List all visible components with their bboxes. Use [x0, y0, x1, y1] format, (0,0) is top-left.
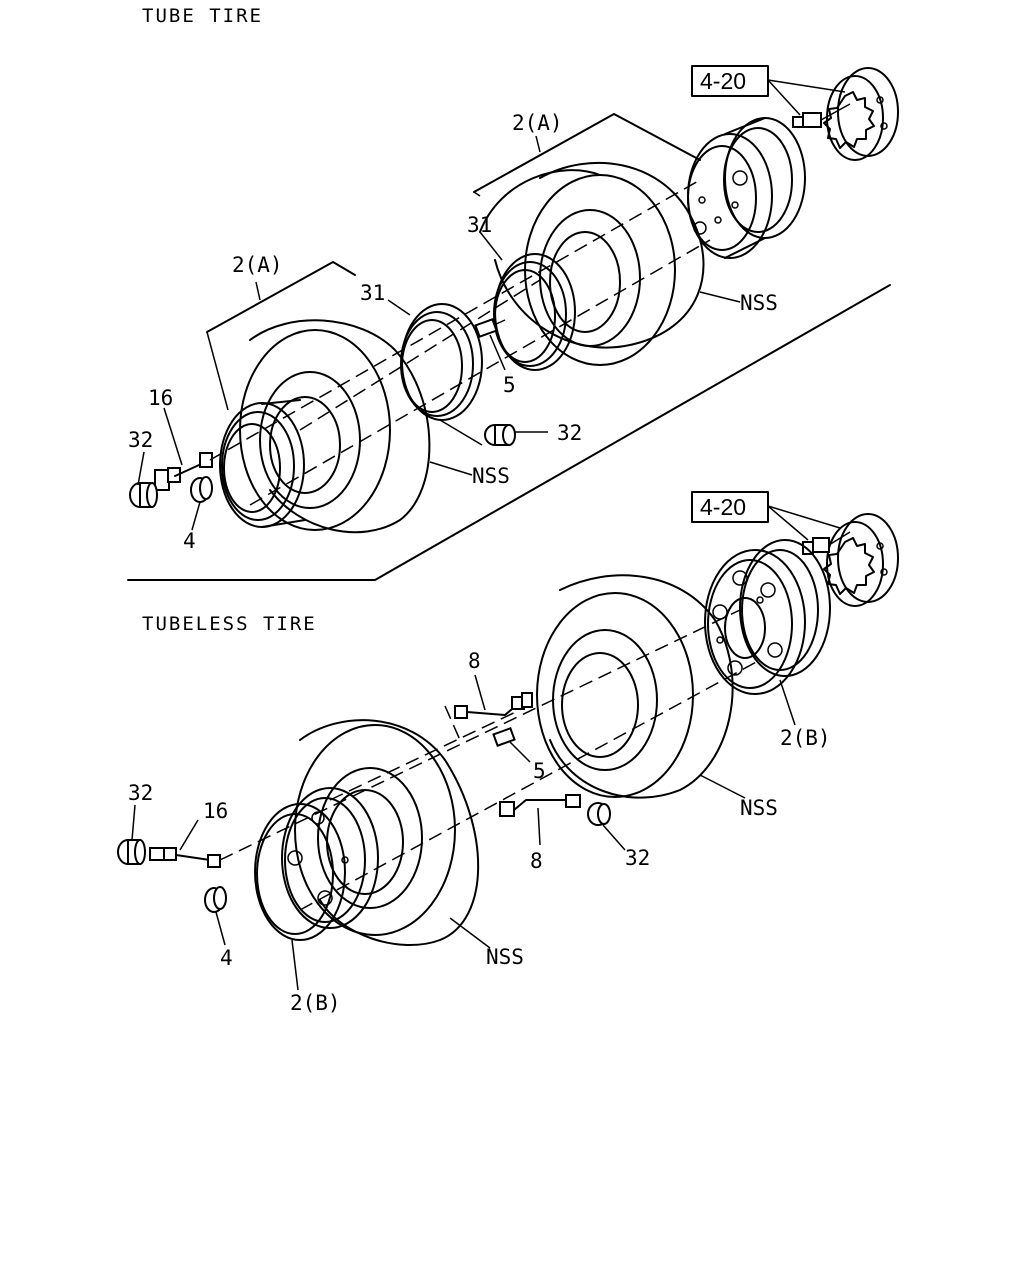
leader-2a-left	[255, 281, 261, 301]
label-31-left: 31	[360, 281, 385, 305]
axis-line-bottom-4	[444, 705, 461, 741]
tire-top-left	[239, 319, 431, 534]
leader-nss-top-right	[699, 291, 741, 303]
leader-31-right	[479, 231, 503, 261]
section-title-tubeless-tire: TUBELESS TIRE	[142, 613, 317, 635]
ref-box-4-20-bottom: 4-20	[691, 491, 841, 541]
hub-bottom	[823, 513, 899, 607]
label-nss-top-right: NSS	[740, 291, 778, 315]
valve-extension-8-top	[454, 674, 533, 719]
bracket-2a-right-leg	[473, 191, 481, 197]
leader-32-top-left	[137, 451, 145, 486]
ref-box-4-20-top: 4-20	[691, 65, 846, 116]
leader-nss-bottom-right	[699, 774, 746, 799]
axis-line-bottom-2	[299, 659, 761, 911]
section-title-tube-tire: TUBE TIRE	[142, 5, 263, 27]
leader-16-top	[163, 407, 183, 466]
label-nss-bottom-left: NSS	[486, 945, 524, 969]
leader-cap-flap	[439, 419, 483, 446]
nut-4-bottom	[204, 886, 227, 946]
valve-5-bottom	[492, 727, 531, 763]
label-16-bottom: 16	[203, 799, 228, 823]
tire-top-right	[479, 161, 705, 366]
label-5-top: 5	[503, 373, 516, 397]
label-4-top: 4	[183, 529, 196, 553]
rim-2b-right	[704, 539, 831, 695]
label-2a-right: 2(A)	[512, 111, 563, 135]
ref-label-4-20-bottom: 4-20	[700, 494, 746, 520]
hub-top	[823, 67, 899, 161]
label-4-bottom: 4	[220, 946, 233, 970]
axis-line-top-3	[299, 279, 541, 431]
leader-31-left	[387, 299, 411, 316]
flap-31-left	[400, 303, 483, 421]
axis-line-bottom-1	[219, 609, 741, 861]
leader-2a-right	[535, 135, 541, 153]
valve-5-top	[474, 318, 506, 371]
bracket-2a-left	[206, 261, 356, 333]
ref-label-4-20-top: 4-20	[700, 68, 746, 94]
hub-bolt-bottom	[802, 531, 851, 555]
axis-line-top-2	[249, 239, 711, 506]
hub-cap-32-top	[129, 482, 158, 508]
label-nss-top-left: NSS	[472, 464, 510, 488]
hub-cap-32-bottom	[117, 839, 146, 865]
label-32-bottom-left: 32	[128, 781, 153, 805]
rim-2a-right	[687, 117, 806, 259]
section-divider	[127, 284, 891, 581]
rim-2b-left	[254, 787, 379, 941]
leader-2b-left	[291, 939, 299, 991]
leader-2b-right	[779, 679, 796, 726]
tire-bottom-right	[536, 574, 734, 799]
leader-4-top	[191, 501, 201, 531]
leader-nss-top-left	[429, 461, 473, 476]
leader-32-bottom-left	[131, 804, 136, 841]
rim-2a-left	[219, 399, 306, 528]
bracket-2a-left-leg	[206, 331, 229, 411]
label-nss-bottom-right: NSS	[740, 796, 778, 820]
flap-31-right	[493, 253, 576, 371]
label-32-top-left: 32	[128, 428, 153, 452]
valve-extension-8-bottom	[499, 794, 581, 846]
label-32-top-cap: 32	[557, 421, 582, 445]
valve-cap-32-bottom	[587, 802, 626, 851]
bolt-16-bottom	[149, 819, 221, 868]
bracket-2a-right	[473, 113, 701, 193]
label-5-bottom: 5	[533, 759, 546, 783]
valve-cap-32-top	[484, 424, 548, 446]
label-16-top: 16	[148, 386, 173, 410]
label-2a-left: 2(A)	[232, 253, 283, 277]
label-32-bottom-cap: 32	[625, 846, 650, 870]
nut-4-top	[190, 476, 213, 503]
label-31-right: 31	[467, 213, 492, 237]
label-8-top: 8	[468, 649, 481, 673]
leader-nss-bottom-left	[449, 917, 491, 949]
axis-line-bottom-3	[329, 709, 521, 801]
tire-bottom-left	[294, 719, 480, 947]
label-8-bottom: 8	[530, 849, 543, 873]
bolt-16-top	[154, 452, 213, 491]
axis-line-top-1	[209, 179, 701, 461]
hub-bolt-top	[792, 103, 851, 128]
label-2b-right: 2(B)	[780, 726, 831, 750]
label-2b-left: 2(B)	[290, 991, 341, 1015]
